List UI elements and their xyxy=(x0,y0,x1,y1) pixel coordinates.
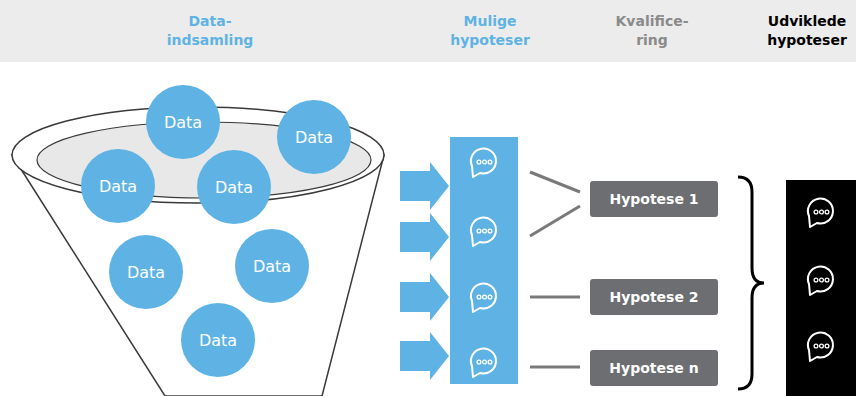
node-text: Data xyxy=(127,263,165,282)
data-circle: Data xyxy=(109,235,183,309)
column-heading: Mulige hypoteser xyxy=(435,12,545,50)
result-icons xyxy=(808,198,833,361)
speech-icons xyxy=(471,148,496,377)
data-circle: Data xyxy=(181,303,255,377)
curly-brace xyxy=(738,177,764,389)
hypothesis-box: Hypotese 2 xyxy=(590,279,718,315)
data-circle: Data xyxy=(81,149,155,223)
node-text: Data xyxy=(199,331,237,350)
link-lines xyxy=(530,172,580,367)
node-text: Hypotese 2 xyxy=(609,289,698,305)
hypothesis-box: Hypotese 1 xyxy=(590,181,718,217)
hypothesis-box: Hypotese n xyxy=(590,350,718,386)
result-panel xyxy=(786,180,856,396)
node-text: Data xyxy=(295,128,333,147)
flow-arrows xyxy=(400,162,449,380)
node-text: Data xyxy=(253,257,291,276)
header-band xyxy=(0,0,856,62)
node-text: Data xyxy=(215,178,253,197)
column-heading: Data- indsamling xyxy=(155,12,265,50)
node-text: Data xyxy=(99,177,137,196)
node-text: Data xyxy=(164,113,202,132)
data-circle: Data xyxy=(277,100,351,174)
column-heading: Kvalifice- ring xyxy=(605,12,700,50)
node-text: Hypotese 1 xyxy=(609,191,698,207)
node-text: Hypotese n xyxy=(609,360,698,376)
data-circle: Data xyxy=(197,150,271,224)
column-heading: Udviklede hypoteser xyxy=(762,12,852,50)
hypothesis-column xyxy=(450,137,518,384)
data-circle: Data xyxy=(235,229,309,303)
data-circle: Data xyxy=(146,85,220,159)
